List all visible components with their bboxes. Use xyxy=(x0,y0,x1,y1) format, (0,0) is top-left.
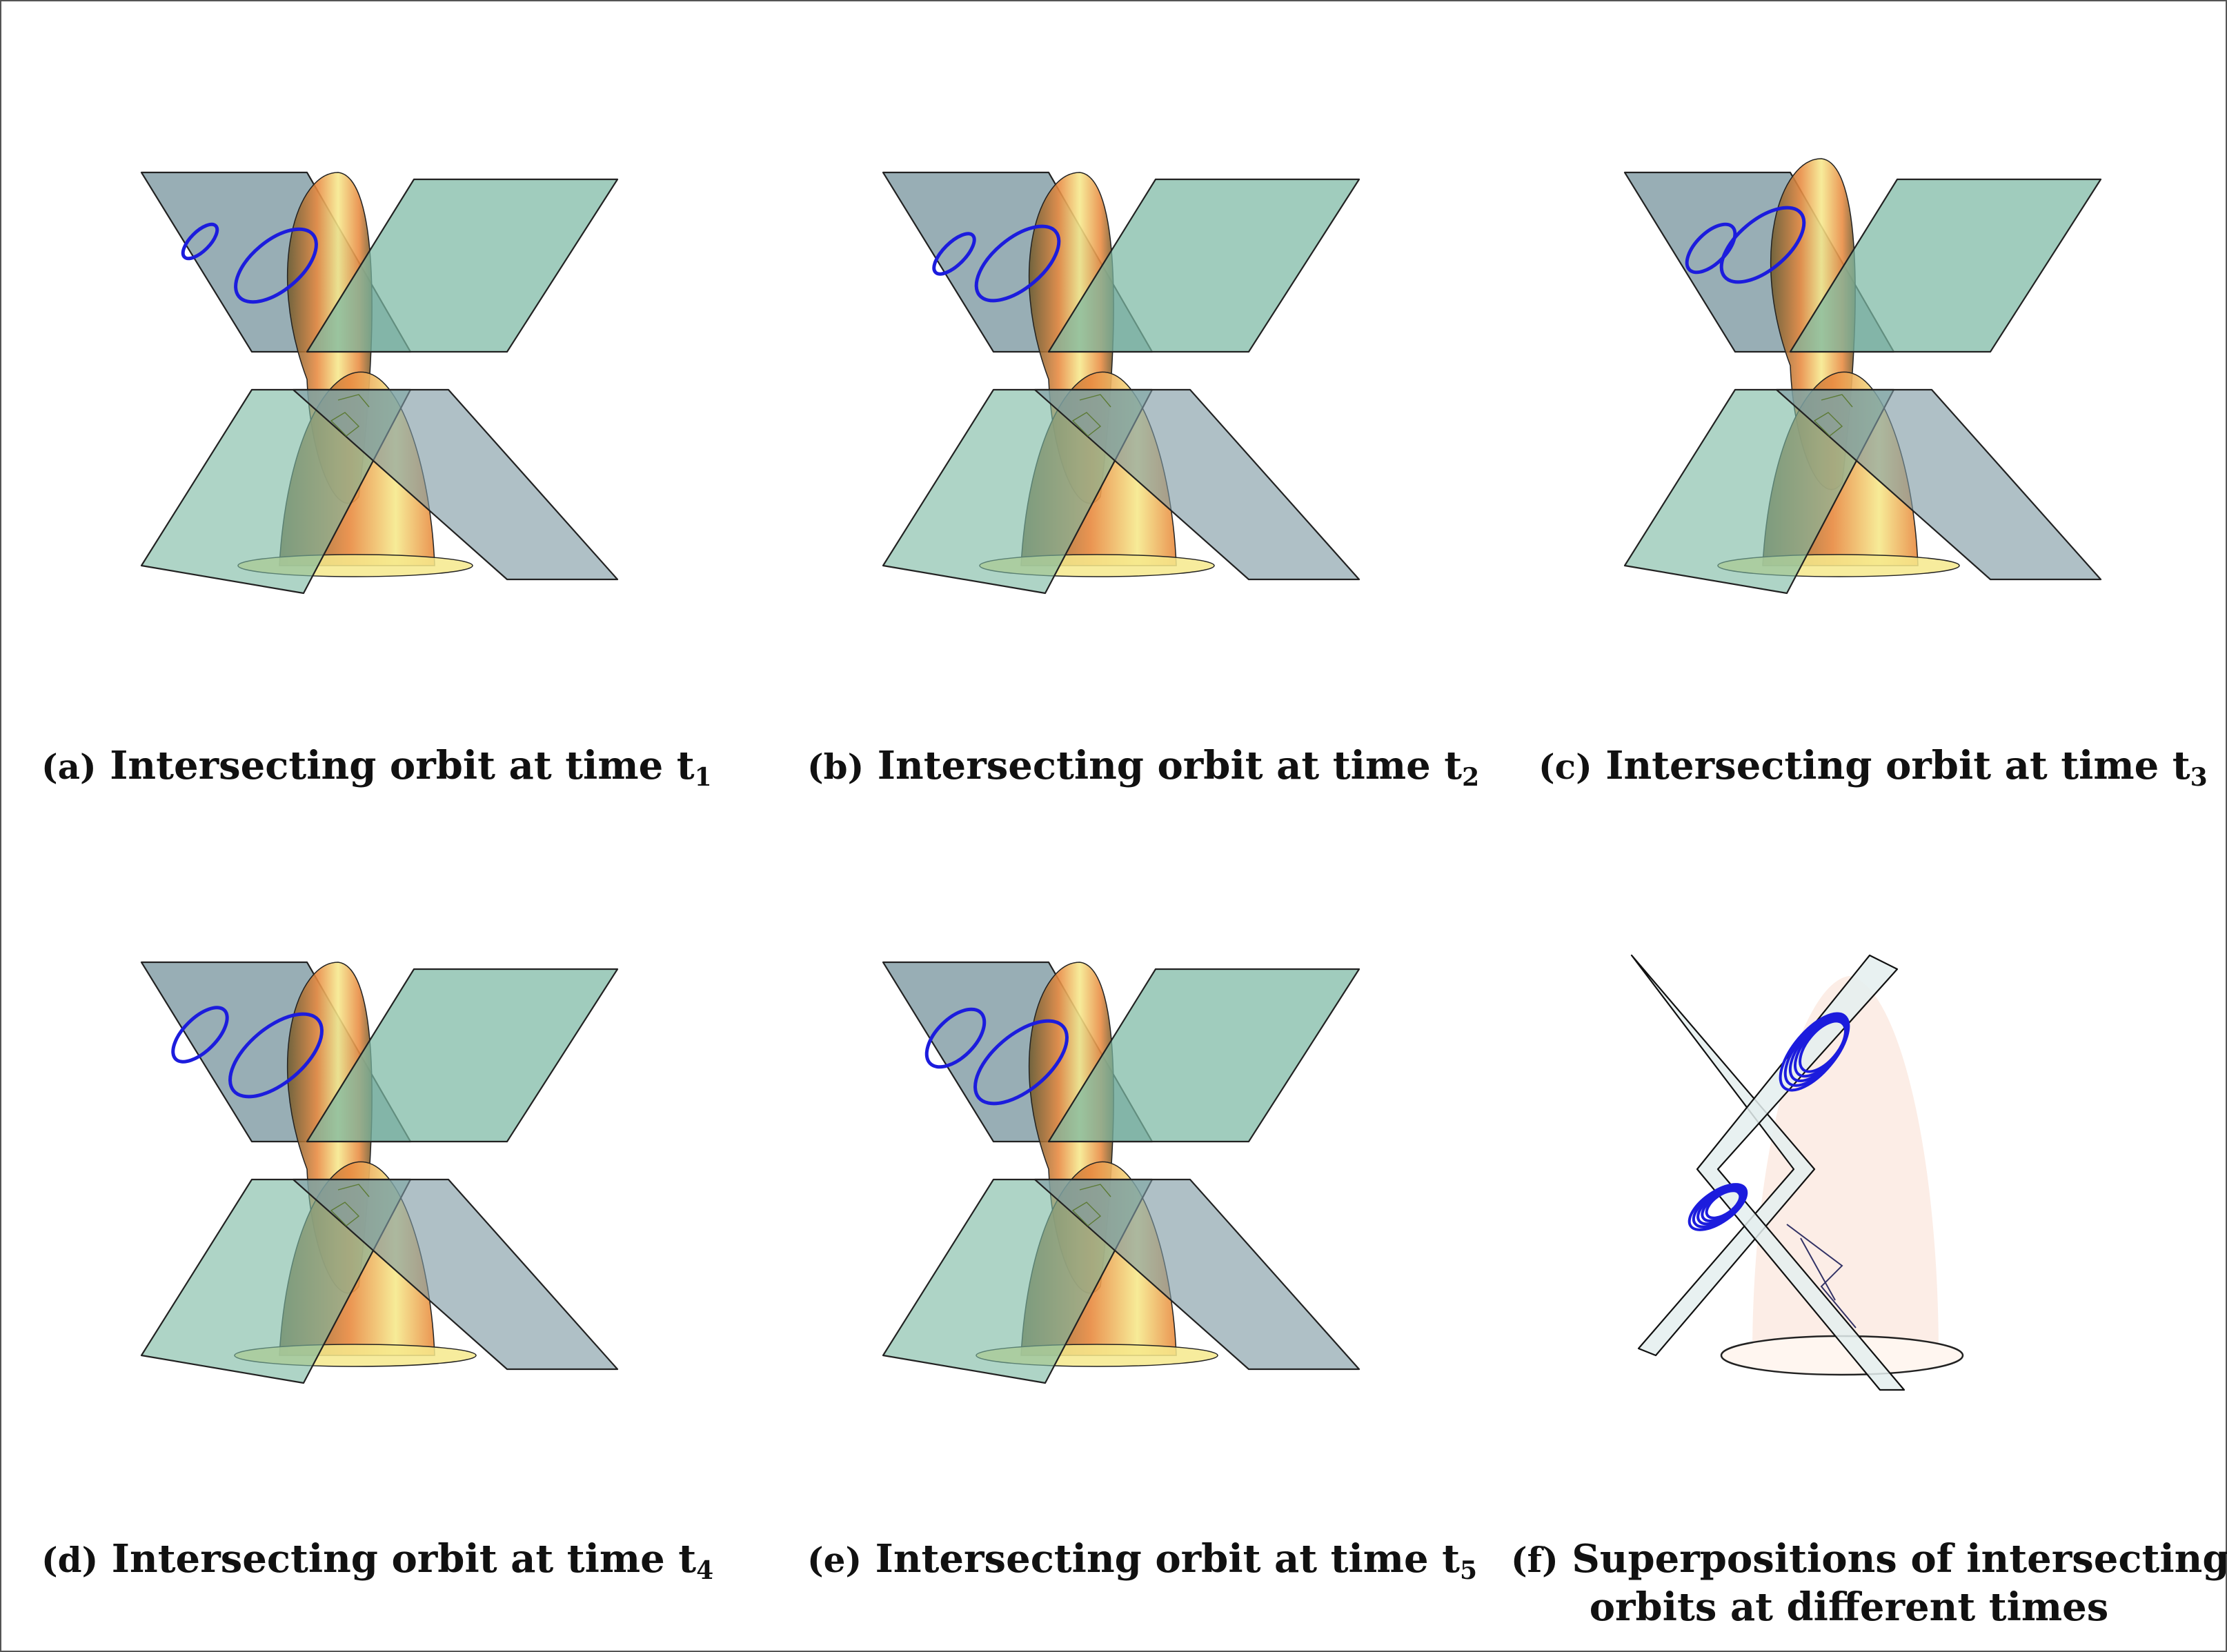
caption-b-label: (b) xyxy=(807,746,864,787)
caption-d-text: Intersecting orbit at time t xyxy=(111,1536,697,1582)
trajectory-traces xyxy=(1071,394,1111,437)
caption-e-label: (e) xyxy=(807,1540,862,1580)
upper-intersecting-orbit xyxy=(974,224,1061,303)
caption-f-text: Superpositions of intersecting xyxy=(1572,1536,2227,1582)
panel-a xyxy=(131,152,628,607)
front-upper-plane xyxy=(1789,178,2102,353)
panel-d-illustration xyxy=(140,961,619,1384)
caption-d-subscript: 4 xyxy=(696,1556,714,1585)
caption-f-line2: orbits at different times xyxy=(1589,1584,2109,1630)
panel-c xyxy=(1614,152,2111,607)
caption-e-subscript: 5 xyxy=(1460,1556,1478,1585)
superposed-upper-orbit xyxy=(1799,1019,1847,1073)
back-lower-plane xyxy=(292,388,619,581)
panel-b-illustration xyxy=(882,171,1360,595)
panel-c-illustration xyxy=(1623,158,2102,595)
upper-intersecting-orbit xyxy=(1719,206,1806,284)
lower-intersecting-orbit xyxy=(924,1007,987,1069)
caption-b-text: Intersecting orbit at time t xyxy=(877,743,1463,788)
front-upper-plane xyxy=(306,968,619,1143)
trajectory-traces xyxy=(330,1184,370,1226)
panel-d xyxy=(131,942,628,1397)
caption-f-label: (f) xyxy=(1511,1540,1558,1580)
superposed-lower-orbit xyxy=(1705,1189,1742,1220)
panel-b xyxy=(873,152,1369,607)
caption-d: (d) Intersecting orbit at time t4 xyxy=(41,1535,713,1583)
caption-e: (e) Intersecting orbit at time t5 xyxy=(807,1535,1477,1583)
caption-c-text: Intersecting orbit at time t xyxy=(1605,743,2190,788)
caption-a-label: (a) xyxy=(41,746,97,787)
panel-e-illustration xyxy=(882,961,1360,1384)
caption-a-subscript: 1 xyxy=(694,763,712,792)
upper-intersecting-orbit xyxy=(973,1019,1069,1106)
back-lower-plane xyxy=(1033,388,1360,581)
caption-a: (a) Intersecting orbit at time t1 xyxy=(41,742,712,790)
caption-b: (b) Intersecting orbit at time t2 xyxy=(807,742,1479,790)
back-lower-plane xyxy=(1775,388,2102,581)
lower-intersecting-orbit xyxy=(1685,222,1737,275)
caption-f: (f) Superpositions of intersecting orbit… xyxy=(1511,1535,2227,1631)
caption-d-label: (d) xyxy=(41,1540,99,1580)
lower-intersecting-orbit xyxy=(171,1006,229,1064)
back-lower-plane xyxy=(292,1178,619,1371)
front-upper-plane xyxy=(306,178,619,353)
back-lower-plane xyxy=(1033,1178,1360,1371)
caption-a-text: Intersecting orbit at time t xyxy=(110,743,695,788)
front-upper-plane xyxy=(1047,968,1360,1143)
trajectory-traces xyxy=(330,394,370,437)
ghost-plane-left xyxy=(1630,954,1816,1357)
caption-c-subscript: 3 xyxy=(2190,763,2208,792)
front-upper-plane xyxy=(1047,178,1360,353)
panel-f xyxy=(1614,942,2111,1397)
lower-intersecting-orbit xyxy=(932,232,976,276)
trajectory-traces xyxy=(1813,394,1853,437)
superposed-trajectory-traces xyxy=(1786,1224,1857,1328)
panel-a-illustration xyxy=(140,171,619,595)
caption-f-line1: (f) Superpositions of intersecting xyxy=(1511,1535,2227,1583)
trajectory-traces xyxy=(1071,1184,1111,1226)
caption-b-subscript: 2 xyxy=(1462,763,1480,792)
lower-intersecting-orbit xyxy=(181,222,219,261)
panel-e xyxy=(873,942,1369,1397)
caption-e-text: Intersecting orbit at time t xyxy=(875,1536,1460,1582)
upper-intersecting-orbit xyxy=(234,227,318,304)
upper-intersecting-orbit xyxy=(228,1012,324,1099)
caption-c-label: (c) xyxy=(1538,746,1592,787)
panel-f-illustration xyxy=(1630,954,1964,1391)
caption-c: (c) Intersecting orbit at time t3 xyxy=(1538,742,2208,790)
